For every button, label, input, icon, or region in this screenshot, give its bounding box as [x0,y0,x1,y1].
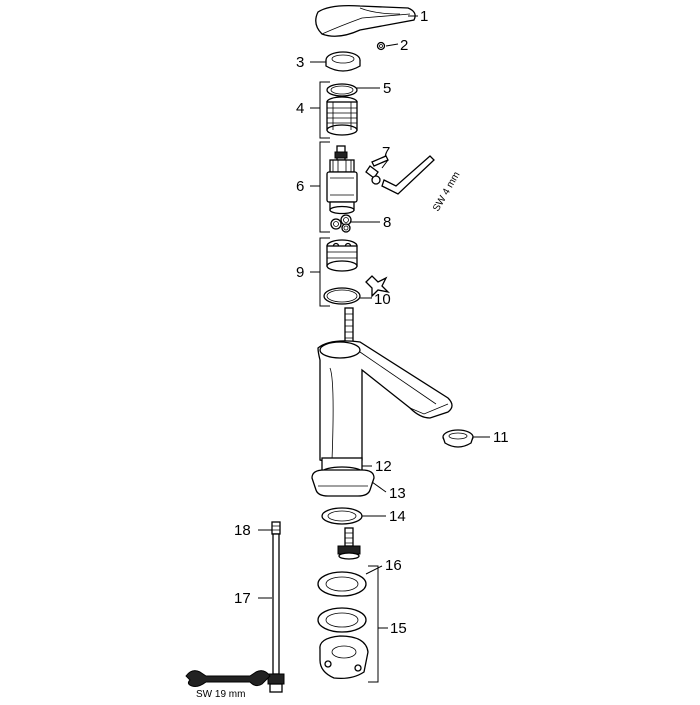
wrench-tool [185,670,271,687]
part-o-ring-5 [326,83,358,97]
callout-5: 5 [383,80,391,97]
part-aerator [442,429,474,448]
part-fixing-plate [319,635,369,680]
callout-6: 6 [296,178,304,195]
part-washer-lower [317,607,367,633]
callout-12: 12 [375,458,392,475]
callout-11: 11 [493,429,509,446]
callout-labels: 1 2 3 4 5 6 7 8 9 10 11 12 13 14 15 16 1… [234,8,509,637]
callout-7: 7 [382,144,390,161]
part-spacer-clip [365,275,390,298]
callout-17: 17 [234,590,251,607]
callout-8: 8 [383,214,391,231]
part-pin [365,155,389,185]
hex-key-label: SW 4 mm [431,170,462,214]
leader-lines [258,15,490,629]
part-base-plate [311,469,375,497]
part-supply-hose [267,521,285,693]
part-washer-16 [317,571,367,597]
callout-1: 1 [420,8,428,25]
part-cover-cap [325,51,361,72]
callout-10: 10 [374,291,391,308]
callout-15: 15 [390,620,407,637]
part-cartridge-base [326,239,358,272]
bracket-6 [319,141,330,233]
callout-13: 13 [389,485,406,502]
bracket-4 [319,81,330,139]
part-gasket [321,507,363,525]
callout-9: 9 [296,264,304,281]
part-set-screw [376,41,386,51]
part-faucet-body [317,307,453,464]
bracket-15 [368,565,379,683]
wrench-label: SW 19 mm [196,689,245,700]
part-threaded-stud [337,527,361,560]
part-lever-handle [315,4,416,37]
part-threaded-nut [326,96,358,136]
part-o-rings-8 [330,214,352,233]
callout-3: 3 [296,54,304,71]
callout-4: 4 [296,100,304,117]
part-cartridge [326,145,358,215]
callout-14: 14 [389,508,406,525]
callout-2: 2 [400,37,408,54]
callout-16: 16 [385,557,402,574]
part-o-ring-10 [323,287,361,305]
hex-key-tool [381,155,435,195]
callout-18: 18 [234,522,251,539]
